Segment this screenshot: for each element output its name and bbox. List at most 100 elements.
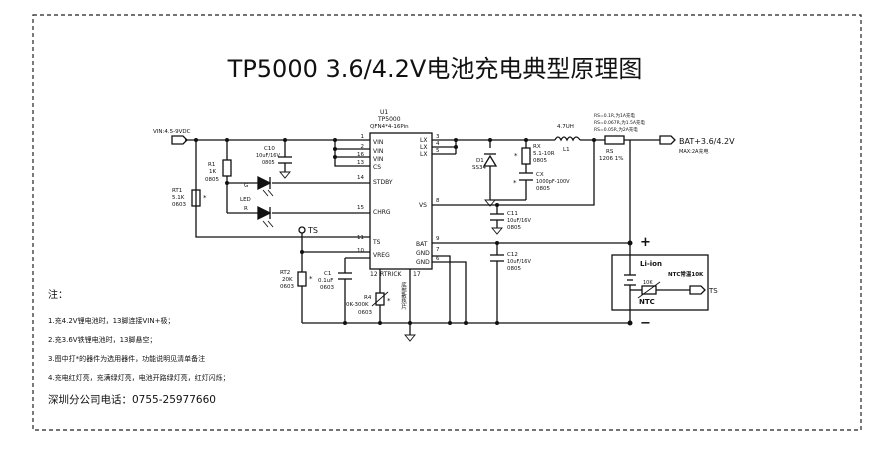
resistor-rt2: RT2 20K 0603 * [280,270,313,290]
svg-text:L1: L1 [563,147,570,153]
ground-symbol [491,227,503,235]
vin-label: VIN:4.5-9VDC [153,129,191,135]
svg-text:10: 10 [357,248,364,254]
ic-right-pin: LX 5 [420,148,440,158]
svg-text:5: 5 [436,148,440,154]
svg-text:8: 8 [436,198,440,204]
svg-text:10K: 10K [643,280,653,286]
svg-text:0805: 0805 [262,160,275,166]
svg-text:0K-300K: 0K-300K [346,302,369,308]
svg-text:6: 6 [436,256,440,262]
svg-text:R: R [244,206,248,212]
inductor-l1: 4.7UH L1 [554,124,581,153]
resistor-r1: R1 1K 0805 [205,159,232,183]
thermal-pad-label: 底部散热片 [400,281,407,311]
svg-text:5.1K: 5.1K [172,195,185,201]
vin-connector: VIN:4.5-9VDC [153,129,191,145]
resistor-rx: RX 5.1-10R 0805 * [514,144,555,165]
ntc-note: NTC常温10K [668,270,704,278]
note-item: 1.充4.2V锂电池时，13脚连接VIN+极； [48,316,174,325]
ic-left-pin: VREG 10 [357,248,390,259]
svg-text:0603: 0603 [172,202,186,208]
svg-text:TS: TS [708,287,718,295]
svg-text:LX: LX [420,151,427,158]
svg-text:RS=0.05R,为2A充电: RS=0.05R,为2A充电 [594,126,638,133]
svg-text:1K: 1K [209,169,216,175]
svg-text:2: 2 [361,144,365,150]
note-item: 4.充电红灯亮，充满绿灯亮，电池开路绿灯亮，红灯闪烁； [48,373,230,382]
svg-text:7: 7 [436,247,440,253]
svg-text:5.1-10R: 5.1-10R [533,151,555,157]
svg-text:D1: D1 [476,158,484,164]
note-item: 3.图中打*的器件为选用器件，功能说明见清单备注 [48,354,205,363]
resistor-rt1: RT1 5.1K 0603 * [172,188,207,208]
ic-right-pin: VS 8 [419,198,440,209]
led-green: G LED [240,175,274,203]
ic-right-pin: GND 7 [416,247,440,257]
svg-text:9: 9 [436,236,440,242]
svg-text:*: * [513,179,517,187]
battery-label: Li-ion [640,260,662,268]
svg-text:0805: 0805 [533,158,547,164]
svg-text:10uF/16V: 10uF/16V [256,153,280,159]
svg-text:GND: GND [416,250,430,257]
ic-left-pin: VIN 2 [361,144,384,155]
svg-text:C10: C10 [264,146,275,152]
svg-text:1000pF-100V: 1000pF-100V [536,179,570,185]
ic-right-pin: LX 4 [420,141,440,151]
svg-text:20K: 20K [282,277,293,283]
svg-text:LX: LX [420,144,427,151]
svg-text:底部散热片: 底部散热片 [400,281,407,311]
svg-text:RS=0.067R,为1.5A充电: RS=0.067R,为1.5A充电 [594,119,645,126]
ground-symbol [484,199,496,207]
svg-text:0603: 0603 [280,284,294,290]
svg-text:CS: CS [373,164,381,171]
svg-text:0603: 0603 [320,285,334,291]
svg-text:*: * [514,152,518,160]
capacitor-cx: CX 1000pF-100V 0805 * [513,172,570,192]
capacitor-c1: C1 0.1uF 0603 [318,271,352,291]
drawing-frame [32,14,862,431]
bat-note: MAX:2A充电 [679,148,708,155]
diode-d1: D1 SS34 [472,153,498,171]
svg-text:0805: 0805 [205,177,219,183]
ic-left-pin: CS 13 [357,160,381,171]
ntc-label: NTC [639,298,655,306]
battery-pack: Li-ion 10K NTC NTC常温10K [611,254,709,311]
schematic-title: TP5000 3.6/4.2V电池充电典型原理图 [227,55,643,83]
ic-right-pin: LX 3 [420,134,440,144]
svg-text:VIN: VIN [373,139,383,146]
svg-text:CHRG: CHRG [373,209,391,216]
svg-text:LED: LED [240,197,251,203]
capacitor-c10: C10 10uF/16V 0805 [256,146,292,179]
ic-left-pin: TS 11 [357,235,381,246]
svg-text:GND: GND [416,259,430,266]
ic-bottom-pin: 12 RTRICK [370,271,403,278]
ic-right-pin: GND 6 [416,256,440,266]
ic-left-pin: STDBY 14 [357,175,393,186]
ic-left-pin: VIN 16 [357,152,383,163]
svg-text:10uF/16V: 10uF/16V [507,259,531,265]
svg-text:0805: 0805 [536,186,550,192]
svg-text:15: 15 [357,205,364,211]
svg-text:0805: 0805 [507,225,521,231]
led-red: R [244,205,274,228]
svg-text:*: * [387,297,391,305]
svg-text:RS: RS [606,149,614,155]
svg-text:C1: C1 [324,271,331,277]
minus-sign: − [640,316,651,331]
svg-text:1206 1%: 1206 1% [599,156,623,162]
svg-text:R1: R1 [208,162,215,168]
svg-text:VIN: VIN [373,156,383,163]
ic-bottom-pin: 17 [413,271,421,278]
resistor-r4: R4 0K-300K 0603 * [346,291,391,316]
svg-text:0805: 0805 [507,266,521,272]
ts-connector: TS [689,285,718,295]
svg-text:13: 13 [357,160,364,166]
svg-text:VREG: VREG [373,252,390,259]
bat-connector: BAT+3.6/4.2V MAX:2A充电 [659,135,735,155]
ic-left-pin: VIN 1 [361,134,384,146]
ic-ref: U1 [380,109,388,116]
ic-u1: U1 TP5000 QFN4*4-16Pin VIN 1 VIN 2 VIN 1… [357,109,440,278]
notes: 注： 1.充4.2V锂电池时，13脚连接VIN+极； 2.充3.6V铁锂电池时，… [48,288,230,406]
